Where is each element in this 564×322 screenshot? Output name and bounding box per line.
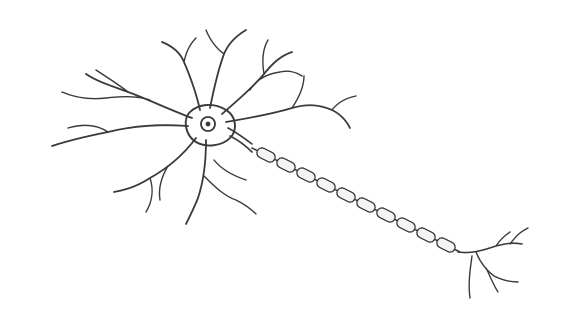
dendrite <box>146 178 152 212</box>
dendrite <box>222 52 292 114</box>
myelin-segment <box>355 196 377 214</box>
axon <box>252 146 460 254</box>
dendrite <box>292 76 304 108</box>
myelin-segment <box>275 156 297 174</box>
terminal-branch <box>476 252 518 282</box>
dendrite <box>332 96 356 110</box>
dendrite <box>214 160 246 180</box>
cell-body <box>186 105 252 152</box>
dendrite <box>226 105 350 128</box>
myelin-segment <box>255 146 277 164</box>
terminal-branch <box>458 243 522 252</box>
dendrite <box>184 38 196 62</box>
myelin-segment <box>335 186 357 204</box>
myelin-segment <box>415 226 437 244</box>
terminal-branch <box>510 228 528 244</box>
dendrite <box>206 30 224 54</box>
dendrite <box>114 138 196 192</box>
dendrite <box>86 74 192 118</box>
axon-hillock <box>228 128 252 152</box>
terminal-branch <box>469 256 472 298</box>
dendrite <box>250 71 302 90</box>
dendrite <box>186 140 206 224</box>
dendrite <box>162 42 200 110</box>
dendrites <box>52 30 356 224</box>
nucleus <box>201 117 215 131</box>
dendrite <box>68 125 108 132</box>
soma-outline <box>186 105 235 146</box>
myelin-segment <box>315 176 337 194</box>
dendrite <box>52 125 188 146</box>
myelin-segment <box>375 206 397 224</box>
myelin-segment <box>295 166 317 184</box>
dendrite <box>204 176 256 214</box>
terminal-branch <box>486 268 498 292</box>
nucleolus <box>206 122 211 127</box>
myelin-segment <box>435 236 457 254</box>
axon-terminal <box>458 228 528 298</box>
myelin-segment <box>395 216 417 234</box>
